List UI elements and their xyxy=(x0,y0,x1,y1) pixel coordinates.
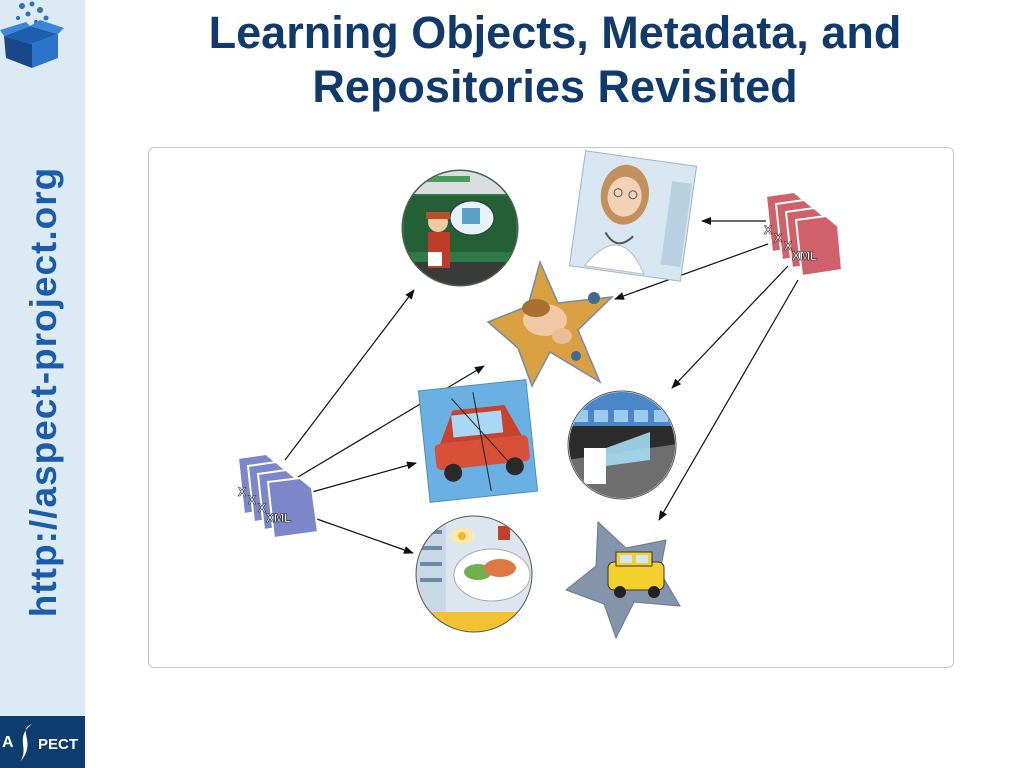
slide-title: Learning Objects, Metadata, and Reposito… xyxy=(90,6,1020,114)
left-xml-arrows xyxy=(284,289,485,554)
star-painting-image xyxy=(486,259,615,388)
arrow-right-to-yellow-car-star xyxy=(658,279,799,521)
slide-title-line-1: Learning Objects, Metadata, and xyxy=(208,7,902,58)
arrow-left-to-star-painting xyxy=(297,365,485,478)
arrow-right-to-star-painting xyxy=(614,243,769,300)
left-xml-back-label-2: X xyxy=(248,493,256,507)
right-xml-back-label-2: X xyxy=(774,231,782,245)
prism-simulation-image xyxy=(567,390,677,500)
logo-swoosh-icon xyxy=(20,724,32,762)
yellow-car-star-image xyxy=(564,520,681,640)
sidebar: http://aspect-project.org A PECT xyxy=(0,0,85,768)
arrow-left-to-car xyxy=(311,461,417,493)
right-xml-metadata-stack: X X X XML xyxy=(764,190,844,278)
right-xml-arrows xyxy=(614,217,799,521)
aspect-box-logo-icon xyxy=(0,0,66,70)
left-xml-back-label-3: X xyxy=(258,501,266,515)
left-xml-label: XML xyxy=(266,511,291,525)
right-xml-back-label-3: X xyxy=(784,239,792,253)
slide-title-line-2: Repositories Revisited xyxy=(312,61,798,112)
right-xml-label: XML xyxy=(792,249,817,263)
nurse-image xyxy=(568,150,698,282)
car-image xyxy=(417,379,539,503)
arrow-left-to-classroom xyxy=(284,289,415,461)
left-xml-metadata-stack: X X X XML xyxy=(236,452,320,540)
aspect-logo: A PECT xyxy=(0,716,85,768)
logo-text-pect: PECT xyxy=(38,736,79,753)
classroom-teacher-image xyxy=(401,169,519,287)
arrow-left-to-food xyxy=(313,517,414,554)
arrow-right-to-prism xyxy=(671,265,789,389)
right-xml-back-label-1: X xyxy=(764,223,772,237)
food-plate-image xyxy=(415,515,533,633)
logo-letter-a: A xyxy=(2,734,14,751)
left-xml-back-label-1: X xyxy=(238,485,246,499)
